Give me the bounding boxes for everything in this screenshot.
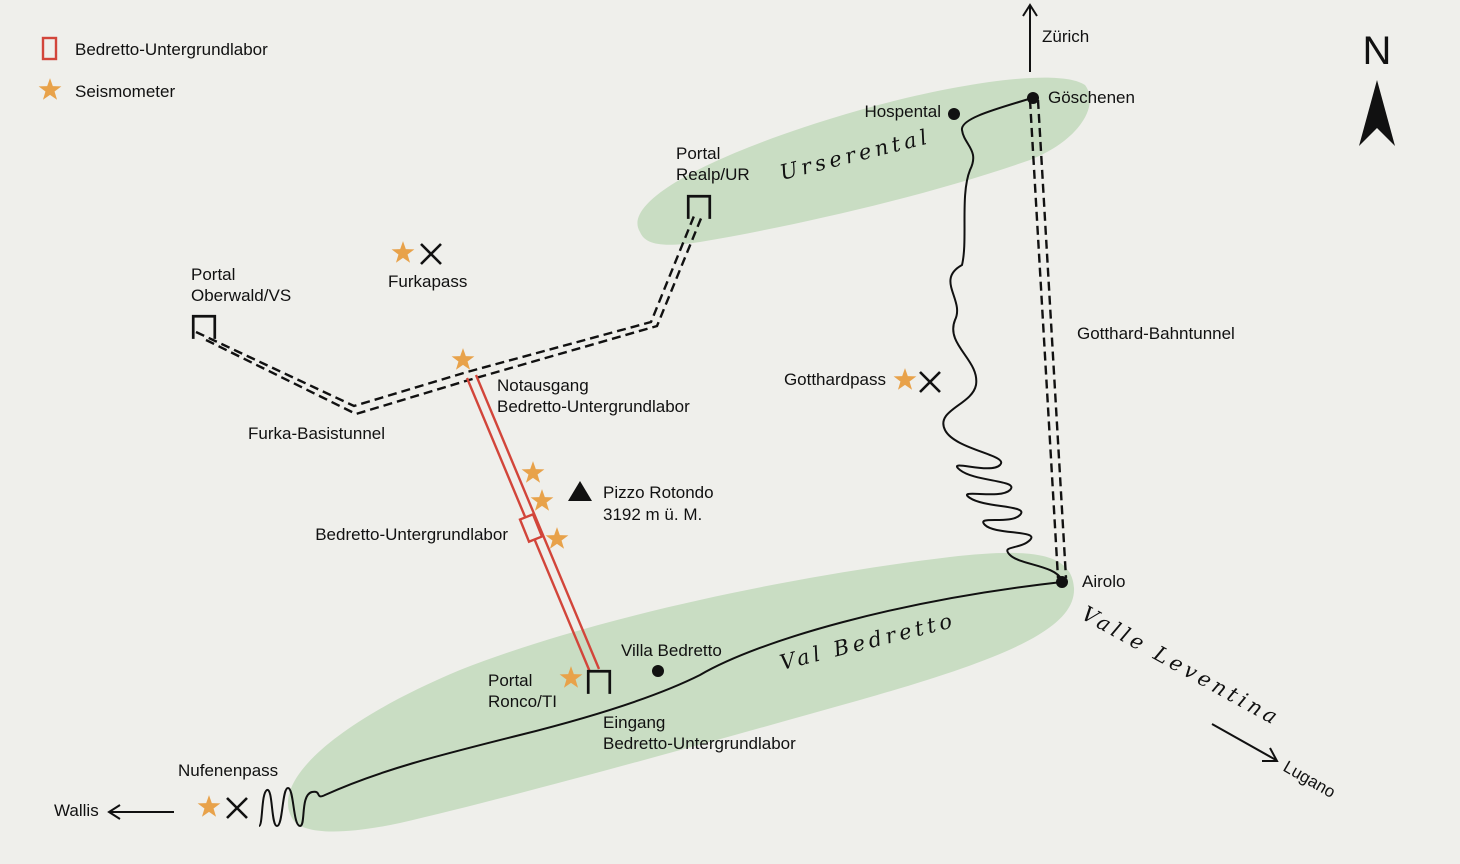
furka-tunnel-label: Furka-Basistunnel [248,424,385,443]
pizzo-rotondo-peak-icon [568,481,592,501]
notausgang-label-2: Bedretto-Untergrundlabor [497,397,690,416]
gotthard-pass-road [942,97,1063,581]
legend-lab-icon [41,36,58,61]
eingang-label-2: Bedretto-Untergrundlabor [603,734,796,753]
airolo-dot [1056,576,1068,588]
arrow-zurich-icon [1022,3,1038,72]
notausgang-label-1: Notausgang [497,376,589,395]
gotthard-tunnel-label: Gotthard-Bahntunnel [1077,324,1235,343]
pizzo-rotondo-label: Pizzo Rotondo [603,483,714,502]
seismometer-furkapass-icon [391,241,415,263]
portal-oberwald-label-1: Portal [191,265,235,284]
seismometer-notausgang-icon [451,348,475,370]
gotthardpass-label: Gotthardpass [784,370,886,389]
legend: Bedretto-Untergrundlabor Seismometer [38,36,268,101]
gotthardpass-cross-icon [918,370,942,394]
portal-realp-label-2: Realp/UR [676,165,750,184]
villa-bedretto-label: Villa Bedretto [621,641,722,660]
nufenenpass-label: Nufenenpass [178,761,278,780]
north-label: N [1363,29,1392,73]
urserental-valley [637,77,1090,245]
arrow-wallis-icon [107,804,174,820]
bedretto-lab-marker [518,512,544,544]
goeschenen-dot [1027,92,1039,104]
north-arrow-icon [1359,80,1395,146]
legend-seismometer-label: Seismometer [75,82,175,101]
portal-oberwald-label-2: Oberwald/VS [191,286,291,305]
furkapass-cross-icon [419,242,443,266]
seismometer-lab-2-icon [530,489,554,511]
pizzo-rotondo-elevation: 3192 m ü. M. [603,505,702,524]
legend-lab-label: Bedretto-Untergrundlabor [75,40,268,59]
lab-label: Bedretto-Untergrundlabor [315,525,508,544]
nufenenpass-cross-icon [225,796,249,820]
furkapass-label: Furkapass [388,272,467,291]
furka-basistunnel [195,215,704,416]
seismometer-nufenenpass-icon [197,795,221,817]
seismometer-lab-3-icon [545,527,569,549]
arrow-lugano-icon [1211,723,1279,762]
portal-ronco-label-2: Ronco/TI [488,692,557,711]
portal-ronco-label-1: Portal [488,671,532,690]
airolo-label: Airolo [1082,572,1125,591]
seismometer-lab-1-icon [521,461,545,483]
val-bedretto-valley [287,552,1075,832]
valle-leventina-label: Valle Leventina [1078,601,1285,730]
seismometer-gotthardpass-icon [893,368,917,390]
goeschenen-label: Göschenen [1048,88,1135,107]
eingang-label-1: Eingang [603,713,665,732]
hospental-dot [948,108,960,120]
hospental-label: Hospental [864,102,941,121]
nufenen-road [258,581,1063,828]
portal-realp-label-1: Portal [676,144,720,163]
villa-bedretto-dot [652,665,664,677]
zurich-label: Zürich [1042,27,1089,46]
legend-seismometer-icon [38,78,62,100]
lugano-label: Lugano [1280,757,1339,802]
gotthard-bahntunnel [1028,99,1068,579]
wallis-label: Wallis [54,801,99,820]
